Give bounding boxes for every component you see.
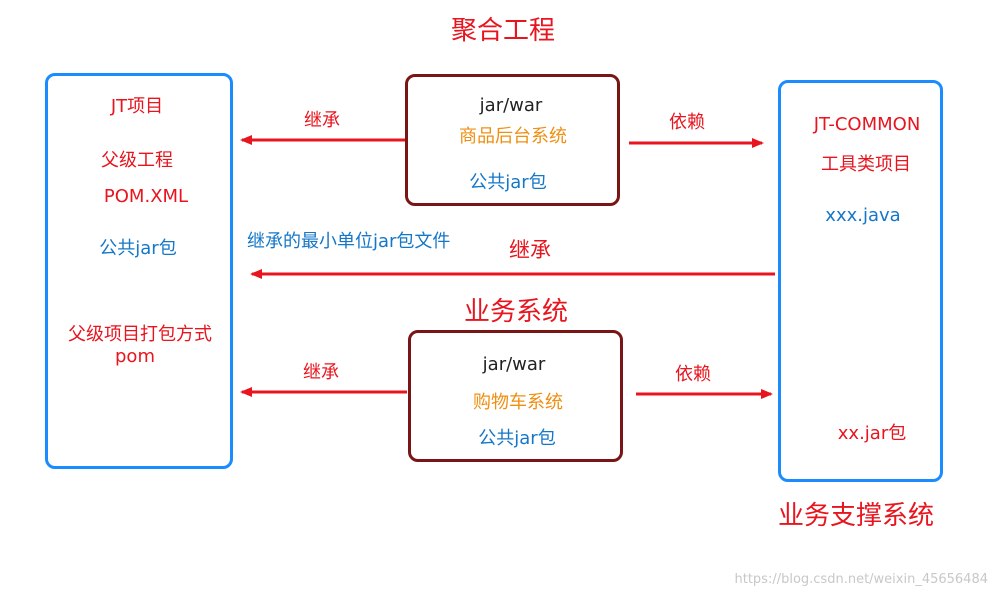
left-line6: pom bbox=[115, 346, 155, 367]
cart-system-box bbox=[408, 330, 623, 462]
product-backend-box bbox=[405, 74, 620, 206]
mid-bottom-line3: 公共jar包 bbox=[478, 428, 556, 449]
jt-common-box bbox=[778, 80, 943, 482]
title-support: 业务支撑系统 bbox=[777, 501, 935, 531]
right-line2: 工具类项目 bbox=[821, 154, 911, 175]
label-inherit-note: 继承的最小单位jar包文件 bbox=[247, 231, 451, 252]
label-inherit-middle: 继承 bbox=[509, 238, 551, 262]
title-business: 业务系统 bbox=[463, 297, 569, 327]
label-inherit-bottom: 继承 bbox=[303, 362, 339, 383]
label-inherit-top: 继承 bbox=[304, 110, 340, 131]
left-line4: 公共jar包 bbox=[99, 238, 177, 259]
label-depend-top: 依赖 bbox=[669, 112, 705, 133]
mid-top-line2: 商品后台系统 bbox=[459, 126, 567, 147]
mid-bottom-line1: jar/war bbox=[482, 354, 546, 375]
mid-top-line3: 公共jar包 bbox=[469, 172, 547, 193]
parent-project-box bbox=[45, 73, 233, 469]
right-line3: xxx.java bbox=[825, 205, 901, 226]
mid-top-line1: jar/war bbox=[479, 95, 543, 116]
left-line3: POM.XML bbox=[103, 186, 189, 207]
title-aggregate: 聚合工程 bbox=[450, 16, 556, 46]
watermark: https://blog.csdn.net/weixin_45656484 bbox=[734, 572, 988, 587]
left-line1: JT项目 bbox=[110, 96, 164, 117]
left-line2: 父级工程 bbox=[101, 150, 173, 171]
mid-bottom-line2: 购物车系统 bbox=[473, 392, 563, 413]
left-line5: 父级项目打包方式 bbox=[68, 324, 212, 345]
label-depend-bottom: 依赖 bbox=[675, 364, 711, 385]
right-line1: JT-COMMON bbox=[813, 114, 921, 135]
right-line4: xx.jar包 bbox=[837, 423, 907, 444]
